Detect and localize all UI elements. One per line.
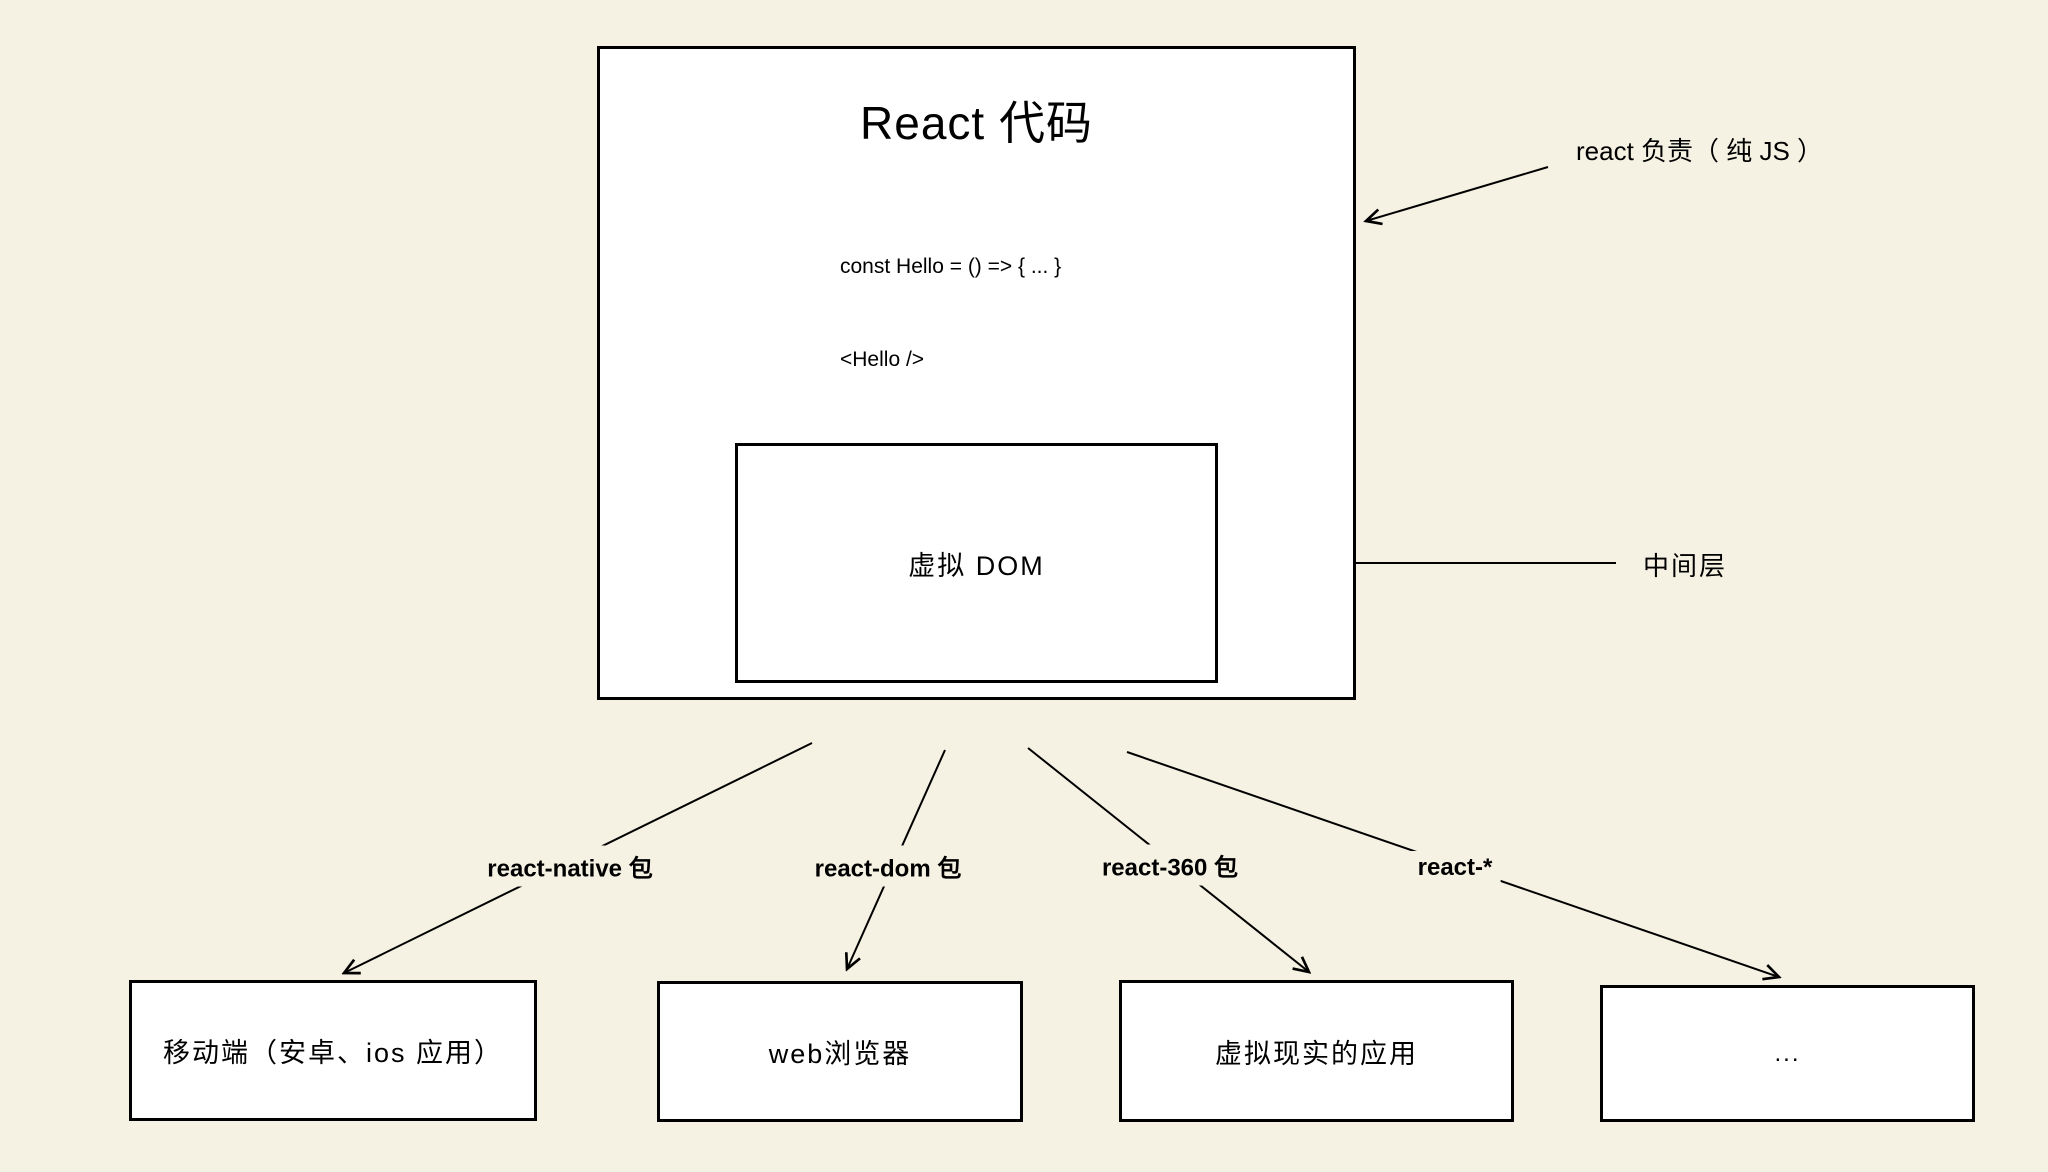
label-react-360-package: react-360 包 [1093, 844, 1247, 886]
platform-box-mobile: 移动端（安卓、ios 应用） [129, 980, 537, 1121]
platform-box-vr: 虚拟现实的应用 [1119, 980, 1514, 1122]
virtual-dom-box: 虚拟 DOM [735, 443, 1218, 683]
platform-box-mobile-label: 移动端（安卓、ios 应用） [162, 1038, 504, 1068]
arrow-react-responsibility [1366, 166, 1549, 221]
platform-box-web-label: web浏览器 [768, 1039, 912, 1069]
platform-box-others: ... [1600, 985, 1975, 1122]
code-line-1: const Hello = () => { ... } [840, 255, 1062, 278]
platform-box-others-label: ... [1774, 1039, 1801, 1067]
react-code-title: React 代码 [860, 97, 1093, 149]
virtual-dom-label: 虚拟 DOM [908, 550, 1045, 581]
code-line-2: <Hello /> [840, 348, 925, 371]
platform-box-web-browser: web浏览器 [657, 981, 1023, 1122]
label-react-star-package: react-* [1409, 851, 1501, 885]
platform-box-vr-label: 虚拟现实的应用 [1215, 1038, 1418, 1069]
annotation-react-responsibility: react 负责（ 纯 JS ） [1576, 136, 1824, 166]
annotation-middle-layer: 中间层 [1643, 551, 1728, 581]
label-react-native-package: react-native 包 [479, 845, 661, 887]
code-snippet: const Hello = () => { ... } <Hello /> [840, 189, 1061, 437]
label-react-dom-package: react-dom 包 [806, 845, 970, 887]
